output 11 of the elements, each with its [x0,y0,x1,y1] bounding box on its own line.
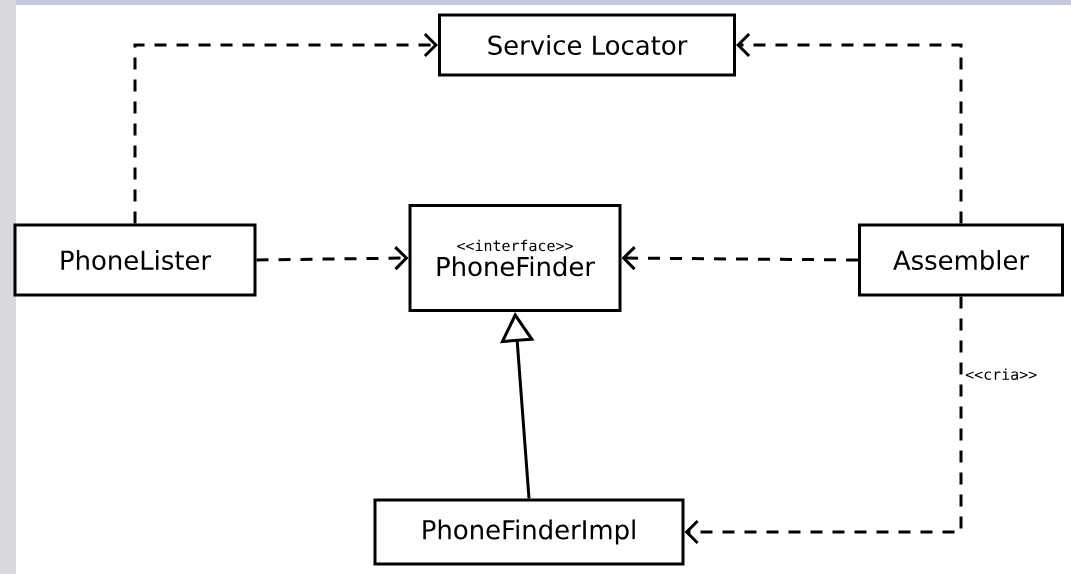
class-box: PhoneFinderImpl [373,498,685,566]
arrow [684,296,963,545]
arrow [256,246,409,271]
class-box: Service Locator [438,13,736,77]
edge-label: <<cria>> [964,367,1039,381]
class-box: Assembler [858,223,1064,297]
class-box: PhoneLister [13,223,257,297]
class-box: <<interface>> PhoneFinder [408,204,622,312]
arrow [133,32,438,224]
arrow [621,246,858,271]
arrow [736,32,963,224]
